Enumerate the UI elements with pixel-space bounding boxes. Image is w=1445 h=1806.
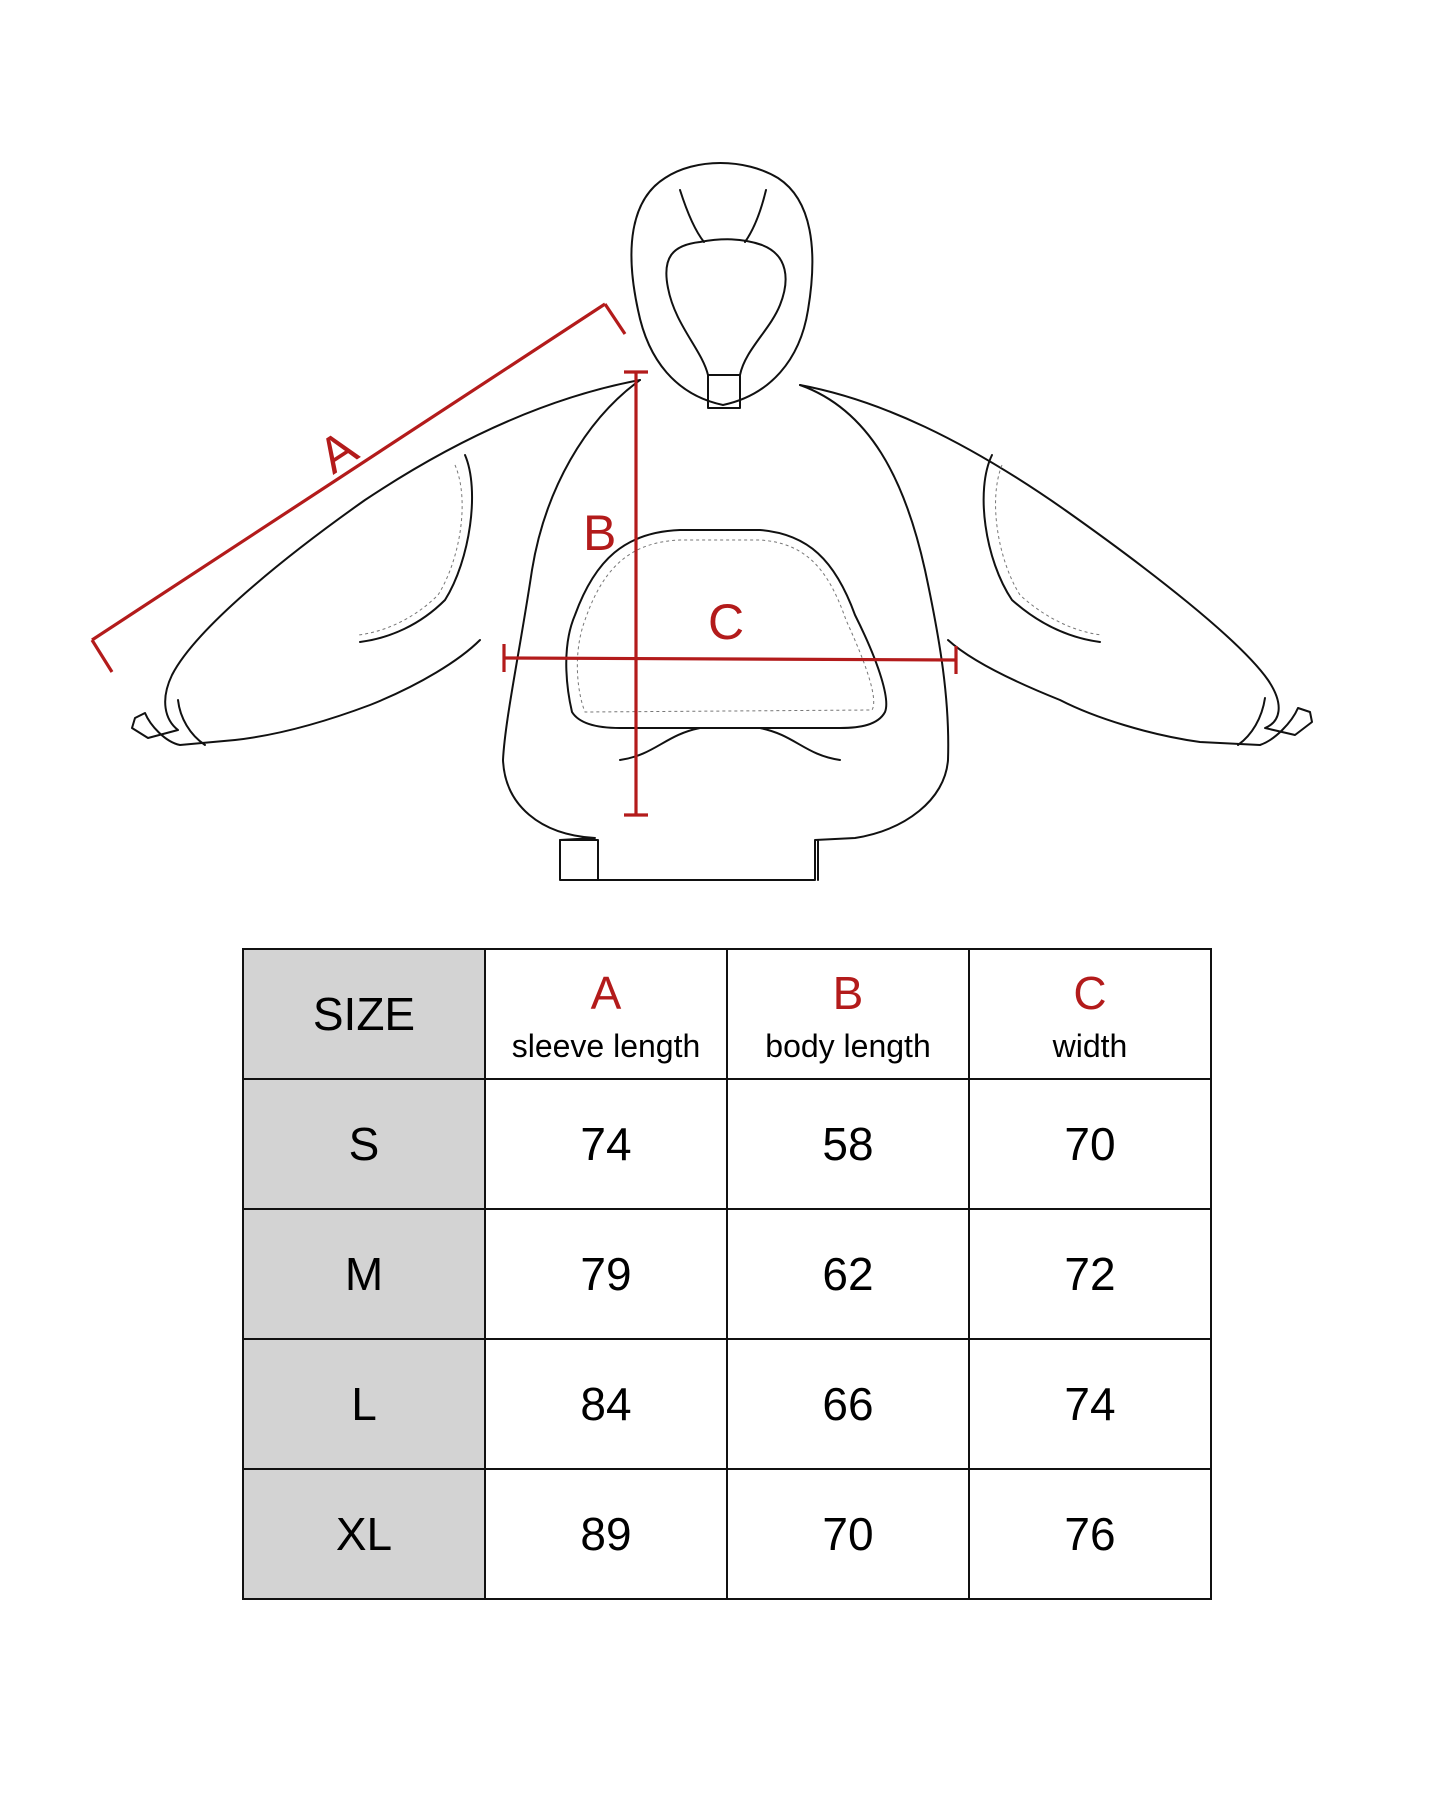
hood [630,162,814,409]
body-length-cell: 66 [726,1338,970,1470]
size-chart-table: SIZE A sleeve length B body length C wid… [242,948,1212,1600]
measure-a: A [90,302,627,673]
measure-line-a [91,302,606,642]
left-sleeve [131,379,641,746]
column-desc-c: width [1052,1028,1128,1064]
size-cell: S [242,1078,486,1210]
column-desc-b: body length [765,1028,931,1064]
sleeve-length-cell: 89 [484,1468,728,1600]
column-letter-a: A [590,967,622,1019]
hoodie-body [502,379,950,881]
sleeve-length-cell: 79 [484,1208,728,1340]
table-row: S 74 58 70 [242,1078,1212,1210]
body-length-cell: 62 [726,1208,970,1340]
width-cell: 76 [968,1468,1212,1600]
measure-label-c: C [708,594,744,650]
width-cell: 72 [968,1208,1212,1340]
table-header-row: SIZE A sleeve length B body length C wid… [242,948,1212,1080]
size-cell: XL [242,1468,486,1600]
column-header-c: C width [968,948,1212,1080]
measure-tick-a-start [90,639,114,673]
column-desc-a: sleeve length [511,1028,701,1064]
measure-label-b: B [583,505,616,561]
body-length-cell: 70 [726,1468,970,1600]
body-length-cell: 58 [726,1078,970,1210]
table-row: L 84 66 74 [242,1338,1212,1470]
column-letter-c: C [1073,967,1107,1019]
table-row: XL 89 70 76 [242,1468,1212,1600]
right-sleeve [799,384,1313,746]
sleeve-length-cell: 74 [484,1078,728,1210]
measure-tick-a-end [603,303,627,335]
measure-label-a: A [308,419,367,484]
column-header-a: A sleeve length [484,948,728,1080]
size-header: SIZE [242,948,486,1080]
hoodie-diagram: A B C [90,162,1313,881]
size-cell: M [242,1208,486,1340]
column-header-b: B body length [726,948,970,1080]
width-cell: 74 [968,1338,1212,1470]
measure-c: C [502,594,958,674]
width-cell: 70 [968,1078,1212,1210]
table-row: M 79 62 72 [242,1208,1212,1340]
measure-b: B [583,370,648,817]
sleeve-length-cell: 84 [484,1338,728,1470]
measure-line-c [503,656,957,662]
size-cell: L [242,1338,486,1470]
column-letter-b: B [832,967,864,1019]
